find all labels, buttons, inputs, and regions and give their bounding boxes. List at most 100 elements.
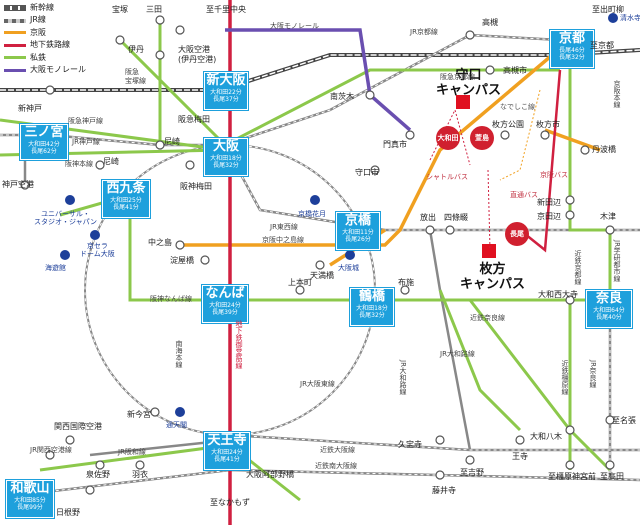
label-kintetsu-minami: 近鉄南大阪線 xyxy=(315,462,357,470)
owada-station-marker: 大和田 xyxy=(436,126,460,150)
station-tanbabashi: 丹波橋 xyxy=(592,145,616,154)
hub-nishikujo[interactable]: 西九条大和田25分長尾41分 xyxy=(102,180,150,218)
station-takarazuka: 宝塚 xyxy=(112,5,128,14)
label-jr-nara: JR奈良線 xyxy=(589,360,597,388)
station-amagasaki2: 尼崎 xyxy=(103,157,119,166)
station-demachiyanagi: 至出町柳 xyxy=(592,5,624,14)
station-izumisano: 泉佐野 xyxy=(86,470,110,479)
shuttle-bus-label: シャトルバス xyxy=(426,173,468,181)
station-hanaten: 放出 xyxy=(420,213,436,222)
station-takatsuki: 高槻 xyxy=(482,18,498,27)
station-yamato-yagi: 大和八木 xyxy=(530,432,562,441)
station-hanshin-umeda: 阪神梅田 xyxy=(180,182,212,191)
hub-osaka[interactable]: 大阪大和田18分長尾32分 xyxy=(204,138,248,176)
label-jr-kyoto: JR京都線 xyxy=(410,28,438,36)
label-jr-kansai-ap: JR関西空港線 xyxy=(30,446,72,454)
label-jr-gakkentoshi: JR学研都市線 xyxy=(613,240,621,282)
station-sanda: 三田 xyxy=(146,5,162,14)
station-senri: 至千里中央 xyxy=(206,5,246,14)
direct-bus-route xyxy=(487,169,491,251)
station-takatsukishi: 高槻市 xyxy=(503,66,527,75)
station-uehommachi: 上本町 xyxy=(288,278,312,287)
poi-tsutenkaku: 通天閣 xyxy=(166,421,187,429)
station-kyotanabe: 京田辺 xyxy=(537,212,561,221)
kayashima-station-marker: 萱島 xyxy=(470,126,494,150)
poi-hanahaku: 京橋花月 xyxy=(298,210,326,218)
label-subway-midosuji: 地下鉄御堂筋線 xyxy=(235,320,243,369)
station-kobe-airport: 神戸空港 xyxy=(2,180,34,189)
map-legend: 新幹線 JR線 京阪 地下鉄路線 私鉄 大阪モノレール xyxy=(4,2,86,76)
legend-subway: 地下鉄路線 xyxy=(4,39,86,51)
station-fuse: 布施 xyxy=(398,278,414,287)
label-jr-osaka-east: JR大和路線 xyxy=(440,350,475,358)
legend-keihan: 京阪 xyxy=(4,27,86,39)
station-abenobashi: 大阪阿部野橋 xyxy=(246,470,294,479)
station-yodoyabashi: 淀屋橋 xyxy=(170,256,194,265)
hub-wakayama[interactable]: 和歌山大和田85分長尾99分 xyxy=(6,480,54,518)
station-fujiidera: 藤井寺 xyxy=(432,486,456,495)
label-kintetsu-nara: 近鉄奈良線 xyxy=(470,314,505,322)
station-kyuhoji: 久宝寺 xyxy=(398,440,422,449)
hirakata-campus-marker xyxy=(482,244,496,258)
label-jr-tozai: JR東西線 xyxy=(270,223,298,231)
station-shinkobe: 新神戸 xyxy=(18,104,42,113)
station-shijonawate: 四條畷 xyxy=(444,213,468,222)
station-kizu: 木津 xyxy=(600,212,616,221)
label-hanshin: 阪神本線 xyxy=(65,160,93,168)
label-jr-yamatoji-v: JR大和路線 xyxy=(399,360,407,395)
keihan-bus-label: 京阪バス xyxy=(540,171,568,179)
station-shintanabe: 新田辺 xyxy=(537,198,561,207)
station-shinimamiya: 新今宮 xyxy=(127,410,151,419)
label-hankyu-kyoto: 阪急京都線 xyxy=(440,73,475,81)
station-hirakata-park: 枚方公園 xyxy=(492,120,524,129)
station-hineno: 日根野 xyxy=(56,508,80,517)
label-nankai: 南海本線 xyxy=(175,340,183,368)
poi-kiyomizu: 清水寺 xyxy=(620,14,640,22)
nakayoshi-line-label: なでしこ線 xyxy=(500,103,535,111)
nagao-station-marker: 長尾 xyxy=(505,222,529,246)
label-kintetsu-osaka: 近鉄大阪線 xyxy=(320,446,355,454)
hirakata-campus-label: 枚方 キャンパス xyxy=(460,262,526,292)
station-yamato-saidaiji: 大和西大寺 xyxy=(538,290,578,299)
station-amagasaki: 尼崎 xyxy=(164,137,180,146)
shuttle-bus-route xyxy=(429,108,471,166)
hub-kyobashi[interactable]: 京橋大和田11分長尾26分 xyxy=(336,212,380,250)
legend-private: 私鉄 xyxy=(4,52,86,64)
station-oji: 王寺 xyxy=(512,452,528,461)
poi-usj: ユニバーサル・ スタジオ・ジャパン xyxy=(34,210,97,226)
legend-shinkansen: 新幹線 xyxy=(4,2,86,14)
station-itami: 伊丹 xyxy=(128,45,144,54)
poi-dots xyxy=(60,13,618,417)
hub-shinosaka[interactable]: 新大阪大和田22分長尾37分 xyxy=(204,72,248,110)
label-jr-osaka-higashi: JR大阪東線 xyxy=(300,380,335,388)
station-tenmabashi: 天満橋 xyxy=(310,271,334,280)
hub-kyoto[interactable]: 京都長尾46分長尾32分 xyxy=(550,30,594,68)
label-hankyu-takarazuka: 阪急 宝塚線 xyxy=(125,68,146,85)
station-nabari: 至名張 xyxy=(612,416,636,425)
hub-tennoji[interactable]: 天王寺大和田24分長尾41分 xyxy=(204,432,250,470)
hub-tsuruhashi[interactable]: 鶴橋大和田18分長尾32分 xyxy=(350,288,394,326)
station-takada: 至高田 xyxy=(600,472,624,481)
legend-monorail: 大阪モノレール xyxy=(4,64,86,76)
label-monorail: 大阪モノレール xyxy=(270,22,319,30)
station-hagoromo: 羽衣 xyxy=(132,470,148,479)
station-to-kyoto: 至京都 xyxy=(590,41,614,50)
hub-sannomiya[interactable]: 三ノ宮大和田42分長尾62分 xyxy=(20,124,68,160)
legend-jr: JR線 xyxy=(4,14,86,26)
label-keihan-nakanoshima: 京阪中之島線 xyxy=(262,236,304,244)
moriguchi-campus-marker xyxy=(456,95,470,109)
station-moriguchishi: 守口市 xyxy=(355,168,379,177)
station-kashihara: 至橿原神宮前 xyxy=(548,472,596,481)
keihan-campus-link xyxy=(519,69,562,253)
label-kintetsu-kyoto: 近鉄京都線 xyxy=(574,250,582,285)
moriguchi-campus-label: 守口 キャンパス xyxy=(436,68,502,98)
station-nakamozu: 至なかもず xyxy=(210,498,250,507)
station-circles xyxy=(20,15,615,495)
hub-nara[interactable]: 奈良大和田64分長尾40分 xyxy=(586,290,632,328)
hub-namba[interactable]: なんば大和田24分長尾39分 xyxy=(202,285,248,323)
station-itami-airport: 大阪空港 (伊丹空港) xyxy=(178,45,217,64)
keihan-bus-route xyxy=(499,89,541,181)
station-nakanoshima: 中之島 xyxy=(148,238,172,247)
label-keihan-honsen: 京阪本線 xyxy=(613,80,621,108)
